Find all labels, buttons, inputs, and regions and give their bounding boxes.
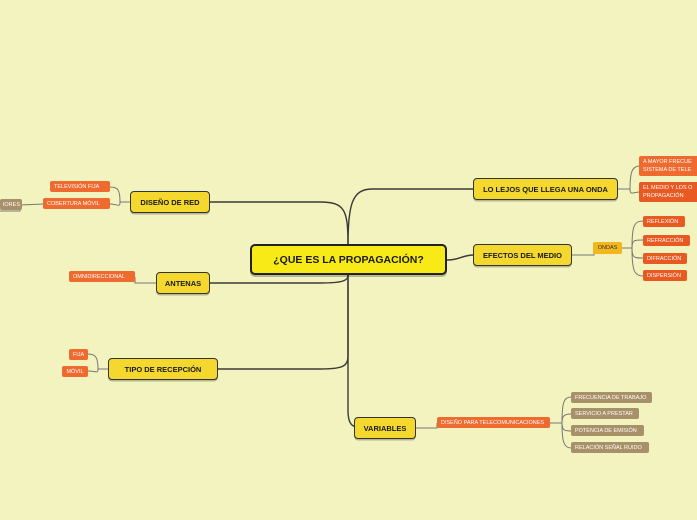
connector-tipo <box>218 275 349 370</box>
topic-frecuencia-trabajo[interactable]: FRECUENCIA DE TRABAJO <box>571 392 652 403</box>
connector-antenas <box>210 274 349 284</box>
topic-servicio-prestar[interactable]: SERVICIO A PRESTAR <box>571 408 639 419</box>
topic-relacion-senal-ruido[interactable]: RELACIÓN SEÑAL RUIDO <box>571 442 649 453</box>
topic-fija[interactable]: FIJA <box>69 349 88 360</box>
topic-ondas[interactable]: ONDAS <box>593 242 622 254</box>
connector-diseno <box>210 201 349 246</box>
branch-antenas[interactable]: ANTENAS <box>156 272 210 294</box>
connector-lejos <box>347 188 474 246</box>
topic-reflexion[interactable]: REFLEXIÓN <box>643 216 685 227</box>
branch-tipo-recepcion[interactable]: TIPO DE RECEPCIÓN <box>108 358 218 380</box>
topic-omnidireccional[interactable]: OMNIDIRECCIONAL <box>69 271 135 282</box>
topic-diseno-telecom[interactable]: DISEÑO PARA TELECOMUNICACIONES <box>437 417 550 428</box>
branch-efectos-medio[interactable]: EFECTOS DEL MEDIO <box>473 244 572 266</box>
topic-dispersion[interactable]: DISPERSIÓN <box>643 270 687 281</box>
topic-potencia-emision[interactable]: POTENCIA DE EMISIÓN <box>571 425 644 436</box>
connector-variables <box>347 275 366 429</box>
branch-diseno-red[interactable]: DISEÑO DE RED <box>130 191 210 213</box>
central-topic[interactable]: ¿QUE ES LA PROPAGACIÓN? <box>250 244 447 275</box>
branch-variables[interactable]: VARIABLES <box>354 417 416 439</box>
topic-mayor-frecuencia[interactable]: A MAYOR FRECUE SISTEMA DE TELE <box>639 156 697 176</box>
branch-lejos-onda[interactable]: LO LEJOS QUE LLEGA UNA ONDA <box>473 178 618 200</box>
topic-cobertura-movil[interactable]: COBERTURA MÓVIL <box>43 198 110 209</box>
topic-difraccion[interactable]: DIFRACCIÓN <box>643 253 687 264</box>
topic-medio-propagacion[interactable]: EL MEDIO Y LOS O PROPAGACIÓN <box>639 182 697 202</box>
connector-efectos <box>446 254 475 261</box>
topic-movil[interactable]: MÓVIL <box>62 366 88 377</box>
topic-television-fija[interactable]: TELEVISIÓN FIJA <box>50 181 110 192</box>
topic-refraccion[interactable]: REFRACCIÓN <box>643 235 690 246</box>
topic-offscreen-iores[interactable]: IORES <box>0 199 22 210</box>
